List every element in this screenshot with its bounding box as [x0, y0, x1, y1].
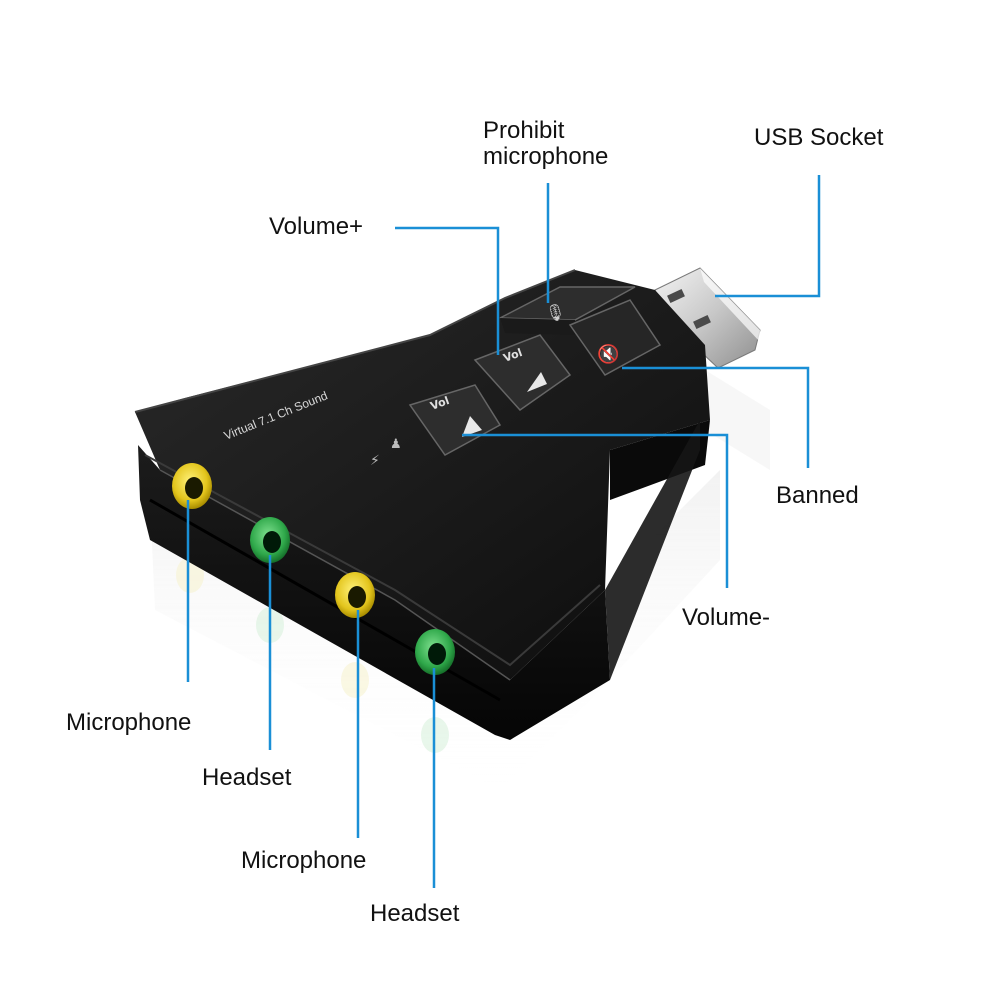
mic-symbol-icon: ♟	[390, 437, 402, 452]
callout-prohibit-line1: Prohibit	[483, 117, 565, 144]
vol-key-label: Vol	[502, 346, 525, 365]
vol-key-label: Vol	[429, 394, 452, 413]
callout-line-volume-plus	[395, 226, 500, 355]
callout-prohibit-line2: microphone	[483, 143, 609, 170]
callout-line-banned	[622, 366, 810, 468]
mic-icon: 🎙	[545, 303, 565, 322]
callout-prohibit-microphone: Prohibit microphone	[483, 118, 608, 170]
callout-microphone-2: Microphone	[241, 847, 367, 874]
callout-line-volume-minus	[462, 433, 729, 588]
usb-plug	[654, 267, 761, 369]
callout-headset-2: Headset	[370, 900, 460, 927]
triangle-down-icon	[462, 416, 482, 437]
callout-banned: Banned	[776, 482, 859, 509]
callout-microphone-1: Microphone	[66, 709, 192, 736]
prohibit-mic-button: 🎙	[499, 286, 636, 335]
callout-line-usb	[715, 175, 821, 298]
callout-volume-minus: Volume-	[682, 604, 771, 631]
headset-jack-2	[415, 629, 455, 675]
callout-usb-socket: USB Socket	[754, 124, 884, 151]
microphone-jack-2	[335, 572, 375, 618]
banned-button: 🔇	[568, 299, 662, 376]
audio-jacks	[172, 463, 455, 675]
usb-slot-icon	[693, 314, 711, 330]
callout-volume-plus: Volume+	[269, 213, 364, 240]
usb-slot-icon	[667, 288, 685, 304]
microphone-jack-1	[172, 463, 212, 509]
volume-minus-button: Vol	[408, 384, 502, 456]
headset-jack-1	[250, 517, 290, 563]
triangle-up-icon	[527, 372, 547, 392]
callout-lines	[186, 175, 821, 888]
usb-symbol-icon: ⚡	[370, 453, 380, 469]
speaker-mute-icon: 🔇	[597, 343, 619, 365]
callout-headset-1: Headset	[202, 764, 292, 791]
